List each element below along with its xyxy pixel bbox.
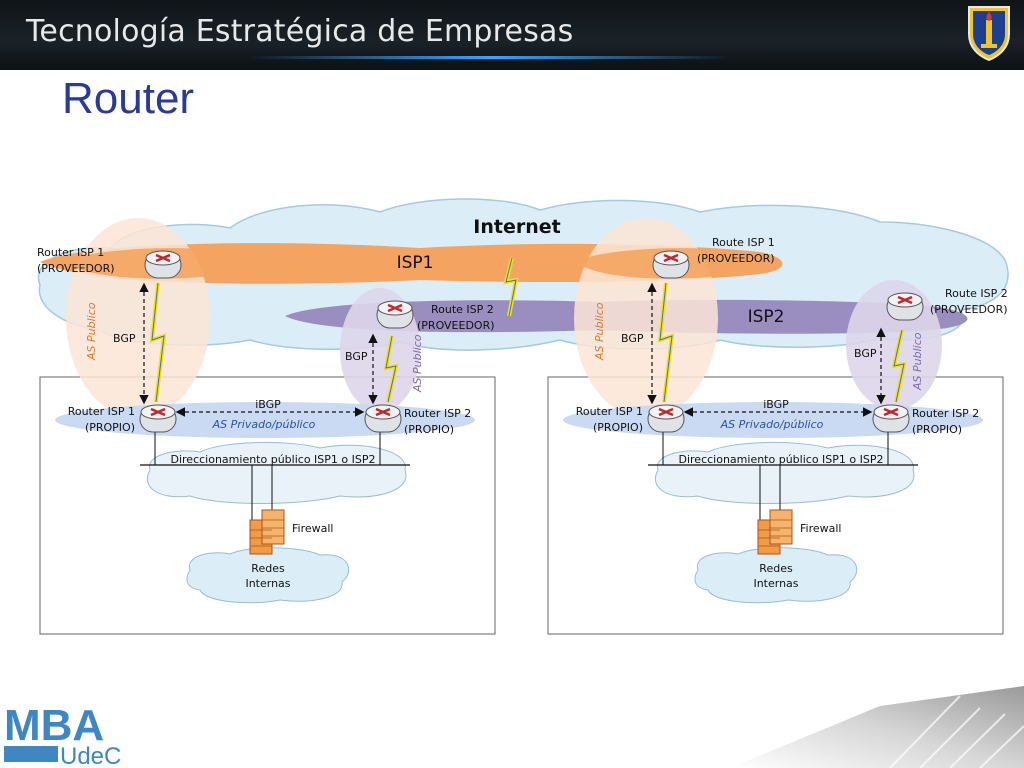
router-icon [376,300,414,329]
as-publico-label: AS Publico [85,302,98,361]
left-redes-cloud [186,547,350,604]
ibgp-label: iBGP [763,398,789,411]
as-privado-label: AS Privado/público [720,418,824,431]
course-title: Tecnología Estratégica de Empresas [26,14,574,49]
router-icon [144,250,182,279]
ibgp-label: iBGP [255,398,281,411]
left-scenario: Router ISP 1(PROVEEDOR) Route ISP 2(PROV… [37,218,496,635]
bgp-label: BGP [621,332,644,345]
university-crest-icon [968,6,1010,62]
router-isp1-own-label: Router ISP 1(PROPIO) [576,405,643,434]
as-publico-label: AS Publico [411,334,424,393]
router-icon [872,404,910,433]
isp2-label: ISP2 [748,307,785,327]
isp1-label: ISP1 [397,253,434,273]
direccionamiento-label: Direccionamiento público ISP1 o ISP2 [679,453,884,466]
route-isp2-provider-label: Route ISP 2(PROVEEDOR) [417,303,495,332]
decorative-texture [730,686,1024,768]
router-icon [647,404,685,433]
svg-text:UdeC: UdeC [60,743,121,766]
router-icon [886,292,924,321]
internet-label: Internet [473,216,560,238]
router-icon [652,250,690,279]
route-isp2-provider-label: Route ISP 2(PROVEEDOR) [930,287,1008,316]
right-scenario: Route ISP 1(PROVEEDOR) Route ISP 2(PROVE… [547,218,1008,635]
slide-title: Router [62,74,195,123]
right-redes-cloud [694,547,858,604]
bgp-label: BGP [854,347,877,360]
left-internal-cloud [147,441,407,504]
firewall-label: Firewall [292,522,333,535]
router-isp1-own-label: Router ISP 1(PROPIO) [68,405,135,434]
route-isp1-provider-label: Route ISP 1(PROVEEDOR) [697,236,775,265]
router-isp1-provider-label: Router ISP 1(PROVEEDOR) [37,246,115,275]
bgp-label: BGP [113,332,136,345]
router-isp2-own-label: Router ISP 2(PROPIO) [912,407,979,436]
firewall-icon [249,509,285,555]
right-organization-box [547,376,1004,635]
firewall-icon [757,509,793,555]
header-glow-line [250,56,730,59]
router-icon [364,404,402,433]
mba-udec-logo: MBA UdeC [4,702,121,766]
as-publico-label: AS Publico [911,332,924,391]
right-internal-cloud [655,441,915,504]
as-privado-label: AS Privado/público [212,418,316,431]
as-publico-label: AS Publico [593,302,606,361]
left-organization-box [39,376,496,635]
router-icon [139,404,177,433]
router-isp2-own-label: Router ISP 2(PROPIO) [404,407,471,436]
bgp-label: BGP [345,350,368,363]
firewall-label: Firewall [800,522,841,535]
direccionamiento-label: Direccionamiento público ISP1 o ISP2 [171,453,376,466]
header-bar: Tecnología Estratégica de Empresas [0,0,1024,70]
svg-text:MBA: MBA [4,702,104,750]
